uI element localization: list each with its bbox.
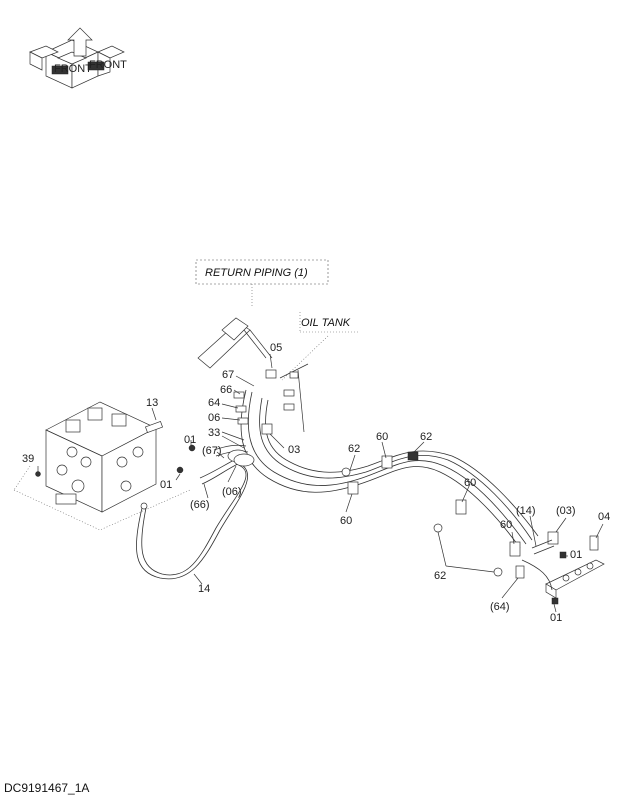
machine-orientation-icon	[29, 27, 125, 89]
label-05: 05	[270, 342, 282, 354]
clamp-60-c	[455, 499, 467, 515]
label-60-a: 60	[376, 431, 388, 443]
label-01-a: 01	[184, 434, 196, 446]
label-60-d: 60	[500, 519, 512, 531]
nut-01-a	[188, 444, 196, 452]
label-06: 06	[208, 412, 220, 424]
oil-tank-bracket	[279, 363, 309, 433]
bolt-62-a	[341, 467, 351, 477]
fitting-13	[145, 420, 163, 434]
label-33: 33	[208, 427, 220, 439]
label-04: 04	[598, 511, 610, 523]
label-13: 13	[146, 397, 158, 409]
label-39: 39	[22, 453, 34, 465]
control-valve	[13, 401, 191, 531]
fitting-03	[261, 423, 273, 435]
orientation-label-right: FRONT	[89, 59, 127, 71]
leader-lines	[175, 353, 604, 613]
label-64-paren: (64)	[490, 601, 510, 613]
label-66-paren: (66)	[190, 499, 210, 511]
label-01-b: 01	[160, 479, 172, 491]
hose-bundle	[240, 389, 539, 549]
fitting-06	[237, 417, 249, 425]
return-piping-box	[195, 259, 329, 285]
hose-14	[136, 459, 248, 580]
nut-01-b	[176, 466, 184, 474]
clamp-60-d	[509, 541, 521, 557]
label-01-d: 01	[550, 612, 562, 624]
fitting-05	[265, 369, 277, 379]
label-64: 64	[208, 397, 220, 409]
nut-39	[35, 471, 41, 477]
orientation-label-left: FRONT	[54, 63, 92, 75]
oil-tank-label: OIL TANK	[301, 317, 351, 329]
drawing-code: DC9191467_1A	[4, 781, 89, 795]
label-01-c: 01	[570, 549, 582, 561]
label-62-c: 62	[434, 570, 446, 582]
label-62-a: 62	[348, 443, 360, 455]
clamp-60-b	[381, 455, 393, 469]
label-67-paren: (67)	[202, 445, 222, 457]
fitting-66	[233, 391, 245, 399]
label-60-b: 60	[464, 477, 476, 489]
return-piping-label[interactable]: RETURN PIPING (1)	[205, 267, 308, 279]
label-06-paren: (06)	[222, 486, 242, 498]
label-67: 67	[222, 369, 234, 381]
label-66: 66	[220, 384, 232, 396]
bolt-62-d	[493, 567, 503, 577]
bolt-62-c	[433, 523, 443, 533]
return-pipe	[197, 317, 273, 369]
label-14-paren: (14)	[516, 505, 536, 517]
label-03-paren: (03)	[556, 505, 576, 517]
right-bracket	[515, 531, 605, 605]
label-62-b: 62	[420, 431, 432, 443]
valve-hoses	[199, 444, 255, 485]
clamp-60-a	[347, 481, 359, 495]
label-14: 14	[198, 583, 210, 595]
bolt-62-b	[407, 451, 419, 461]
label-03: 03	[288, 444, 300, 456]
fitting-64	[235, 405, 247, 413]
label-60-c: 60	[340, 515, 352, 527]
